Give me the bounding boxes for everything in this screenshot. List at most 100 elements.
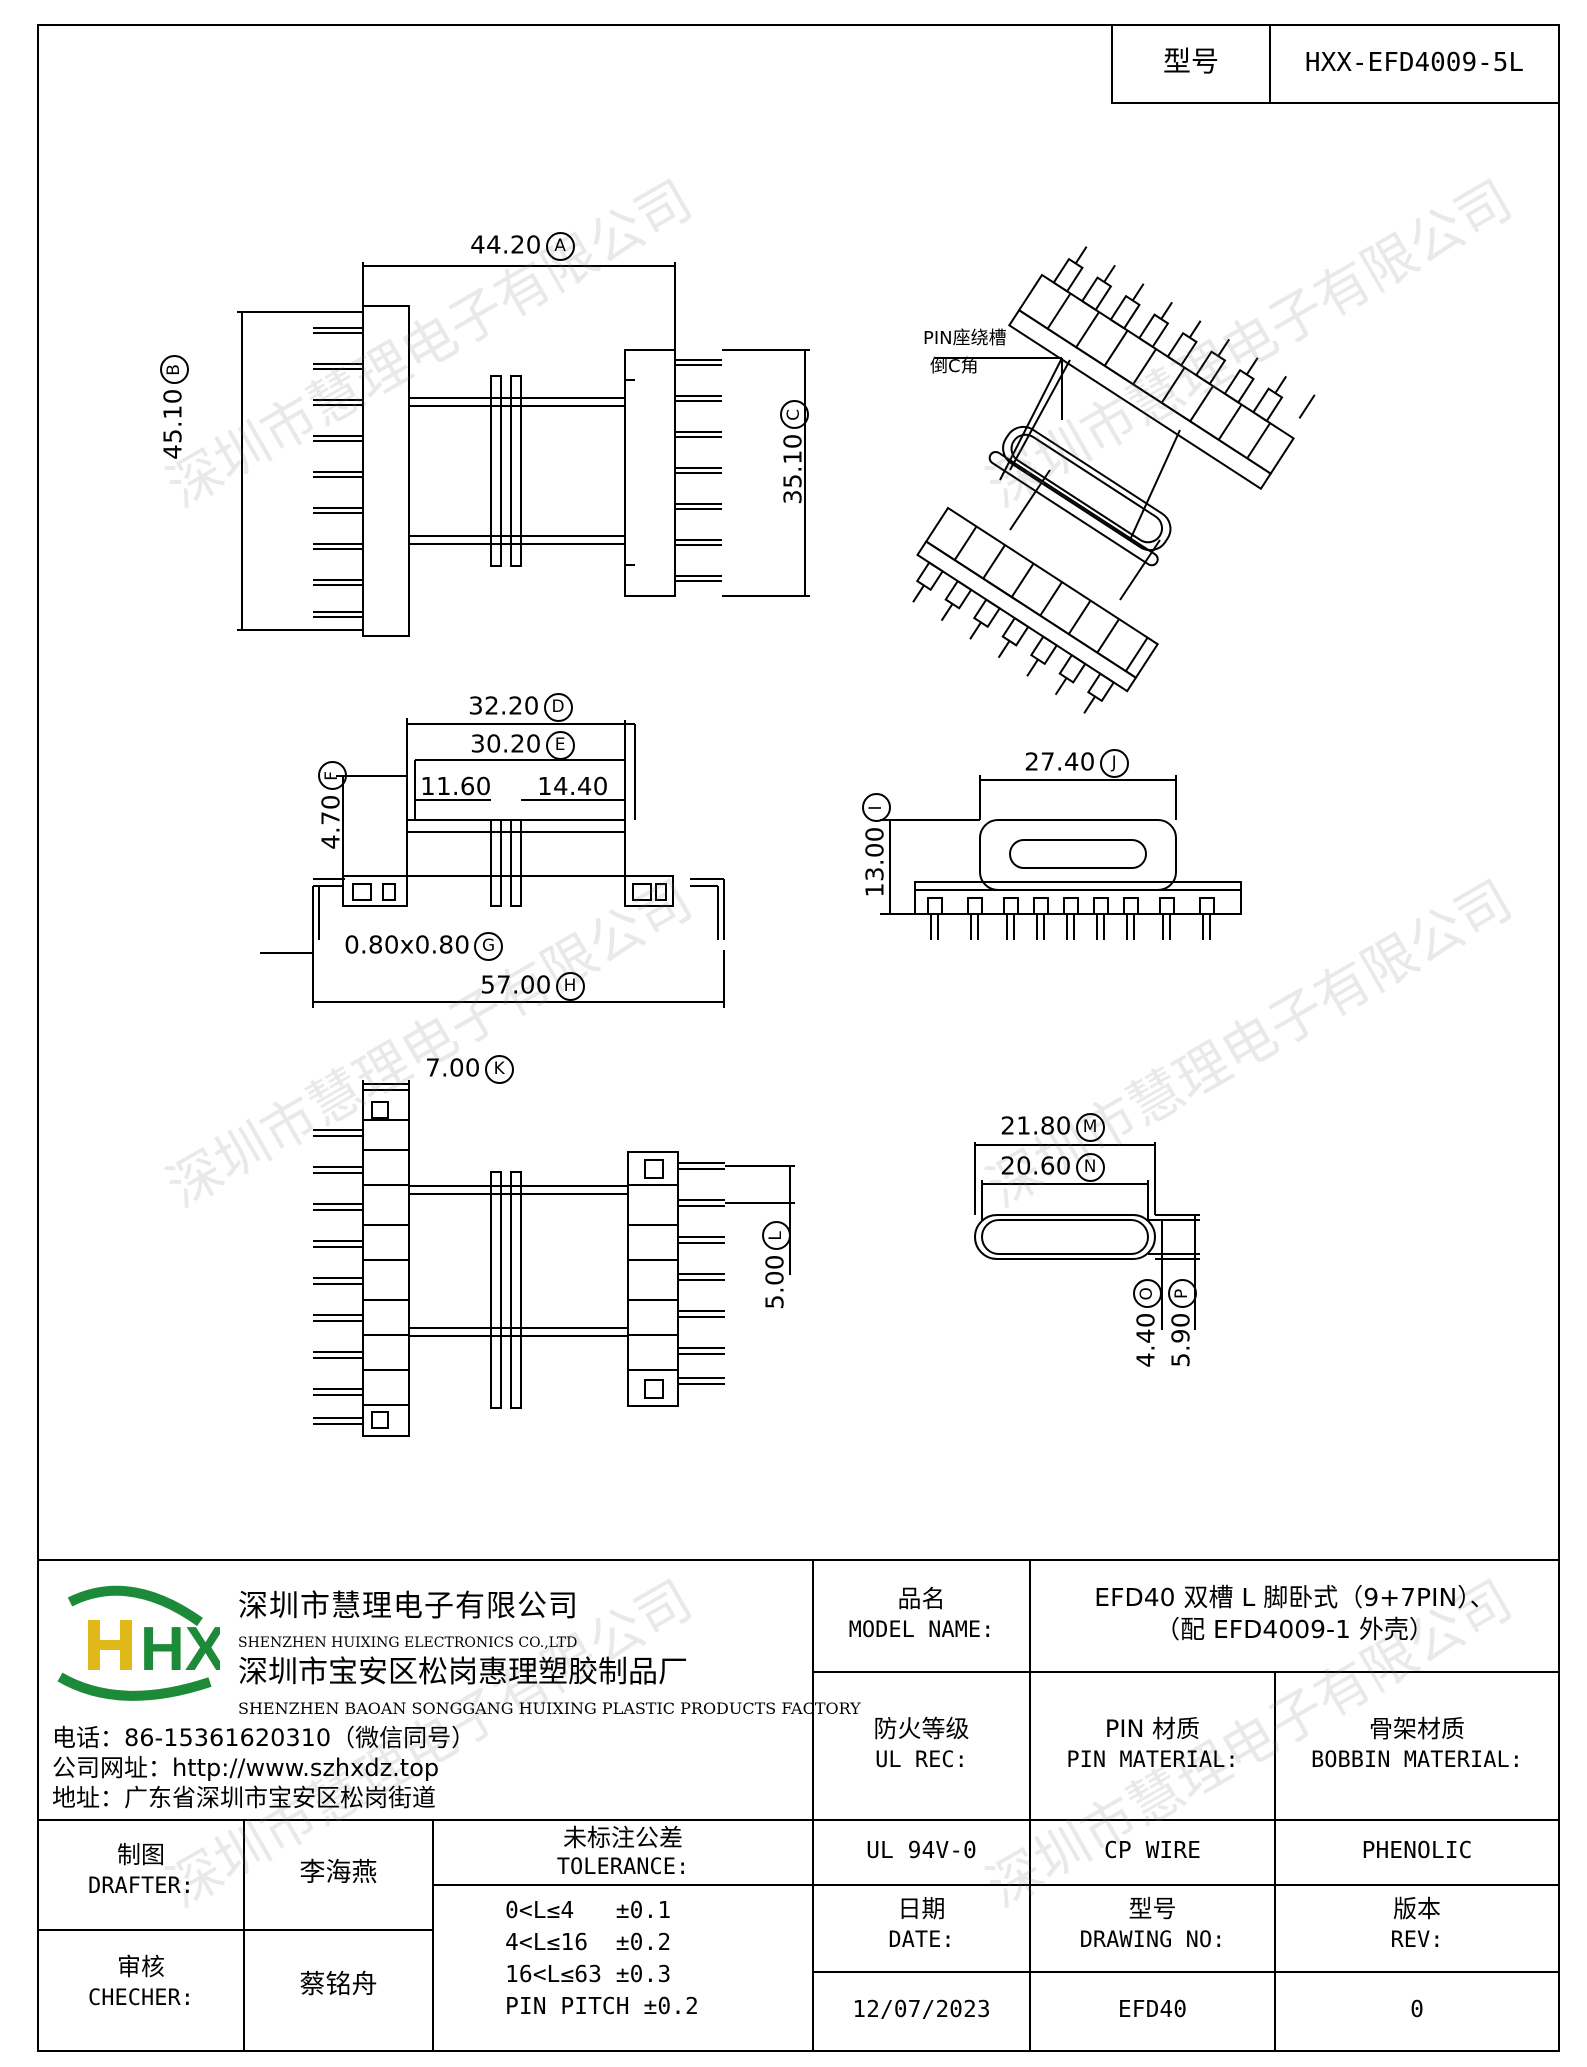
dim-e-value: 30.20 bbox=[470, 729, 542, 759]
dim-e-marker: E bbox=[545, 731, 575, 760]
dim-f-marker: F bbox=[318, 761, 347, 791]
dim-i: 13.00I bbox=[860, 793, 891, 898]
dim-g-value: 0.80x0.80 bbox=[344, 930, 471, 960]
checker-label-cn: 审核 bbox=[117, 1953, 165, 1981]
model-name-label-cn: 品名 bbox=[897, 1585, 946, 1613]
dim-b-marker: B bbox=[160, 355, 189, 385]
pin-material-value: CP WIRE bbox=[1104, 1838, 1201, 1864]
ul-label-en: UL REC: bbox=[875, 1748, 968, 1773]
ul-label-cn: 防火等级 bbox=[873, 1715, 970, 1743]
company-phone: 电话：86-15361620310（微信同号） bbox=[52, 1724, 476, 1752]
drawing-no-label-en: DRAWING NO: bbox=[1079, 1928, 1226, 1953]
dim-k-value: 7.00 bbox=[425, 1053, 481, 1083]
drafter-label-cn: 制图 bbox=[117, 1841, 165, 1869]
dim-l: 5.00L bbox=[760, 1221, 791, 1310]
company-name-en: SHENZHEN HUIXING ELECTRONICS CO.,LTD bbox=[238, 1635, 578, 1651]
dim-g-marker: G bbox=[474, 932, 504, 961]
tolerance-line-4: PIN PITCH ±0.2 bbox=[505, 1994, 699, 2020]
title-block-grid bbox=[38, 1559, 1559, 2051]
dim-a-value: 44.20 bbox=[470, 230, 542, 260]
window-section bbox=[974, 1142, 1200, 1330]
date-label-cn: 日期 bbox=[897, 1895, 946, 1923]
dim-c: 35.10C bbox=[778, 400, 809, 505]
dim-d-marker: D bbox=[543, 693, 573, 722]
dim-j-value: 27.40 bbox=[1024, 747, 1096, 777]
dim-o: 4.40O bbox=[1131, 1279, 1162, 1368]
dim-c-value: 35.10 bbox=[778, 433, 808, 505]
dim-i-marker: I bbox=[862, 793, 891, 823]
isometric-view bbox=[912, 246, 1316, 714]
dim-d-value: 32.20 bbox=[468, 691, 540, 721]
checker-label-en: CHECHER: bbox=[88, 1986, 194, 2011]
company-website: 公司网址：http://www.szhxdz.top bbox=[52, 1754, 440, 1782]
bobbin-material-value: PHENOLIC bbox=[1361, 1838, 1473, 1864]
dim-c-marker: C bbox=[780, 400, 809, 430]
pin-note-line1: PIN座绕槽 bbox=[923, 328, 1007, 349]
dim-a-marker: A bbox=[545, 232, 575, 261]
date-label-en: DATE: bbox=[888, 1928, 955, 1953]
dim-h-marker: H bbox=[555, 972, 585, 1001]
rev-value: 0 bbox=[1410, 1997, 1424, 2023]
tolerance-line-1: 0<L≤4 ±0.1 bbox=[505, 1898, 672, 1924]
dim-i-value: 13.00 bbox=[860, 826, 890, 898]
dim-p-marker: P bbox=[1168, 1279, 1197, 1309]
dim-f: 4.70F bbox=[317, 761, 347, 850]
bobbin-material-label-en: BOBBIN MATERIAL: bbox=[1311, 1748, 1523, 1773]
top-view bbox=[237, 262, 810, 637]
factory-name-en: SHENZHEN BAOAN SONGGANG HUIXING PLASTIC … bbox=[238, 1699, 861, 1718]
dim-b: 45.10B bbox=[158, 355, 189, 460]
dim-p: 5.90P bbox=[1166, 1279, 1197, 1368]
drafter-label-en: DRAFTER: bbox=[88, 1874, 194, 1899]
pin-material-label-en: PIN MATERIAL: bbox=[1066, 1748, 1239, 1773]
model-name-line2: （配 EFD4009-1 外壳） bbox=[1155, 1615, 1434, 1644]
drawing-no-value: EFD40 bbox=[1117, 1997, 1188, 2023]
drafter-value: 李海燕 bbox=[299, 1858, 378, 1888]
dim-m-marker: M bbox=[1075, 1113, 1105, 1142]
model-label: 型号 bbox=[1162, 45, 1219, 78]
logo-letters: HX bbox=[140, 1615, 220, 1684]
dim-slot-1: 11.60 bbox=[420, 772, 492, 801]
tolerance-label-en: TOLERANCE: bbox=[556, 1855, 690, 1880]
rev-label-en: REV: bbox=[1390, 1928, 1444, 1953]
tolerance-line-3: 16<L≤63 ±0.3 bbox=[505, 1962, 672, 1988]
dim-k-marker: K bbox=[484, 1055, 514, 1084]
dim-o-value: 4.40 bbox=[1131, 1312, 1161, 1368]
company-address: 地址：广东省深圳市宝安区松岗街道 bbox=[52, 1784, 436, 1812]
dim-n-marker: N bbox=[1075, 1153, 1105, 1182]
model-value: HXX-EFD4009-5L bbox=[1304, 48, 1525, 78]
drawing-no-label-cn: 型号 bbox=[1128, 1895, 1177, 1923]
date-value: 12/07/2023 bbox=[852, 1997, 991, 2023]
bottom-view bbox=[313, 1080, 795, 1437]
model-name-label-en: MODEL NAME: bbox=[848, 1618, 995, 1643]
company-logo: HX bbox=[57, 1585, 220, 1701]
model-name-line1: EFD40 双槽 L 脚卧式（9+7PIN）、 bbox=[1094, 1583, 1495, 1612]
ul-value: UL 94V-0 bbox=[866, 1838, 977, 1864]
dim-j-marker: J bbox=[1099, 749, 1129, 778]
dim-slot-2: 14.40 bbox=[537, 772, 609, 801]
factory-name-cn: 深圳市宝安区松岗惠理塑胶制品厂 bbox=[238, 1655, 688, 1690]
dim-h-value: 57.00 bbox=[480, 970, 552, 1000]
tolerance-label-cn: 未标注公差 bbox=[563, 1824, 683, 1852]
bobbin-material-label-cn: 骨架材质 bbox=[1369, 1715, 1465, 1743]
pin-note-line2: 倒C角 bbox=[930, 356, 979, 377]
dim-p-value: 5.90 bbox=[1166, 1312, 1196, 1368]
rev-label-cn: 版本 bbox=[1393, 1895, 1441, 1923]
sheet-border bbox=[37, 24, 1560, 2052]
header-box bbox=[1111, 24, 1560, 104]
dim-b-value: 45.10 bbox=[158, 388, 188, 460]
dim-n-value: 20.60 bbox=[1000, 1151, 1072, 1181]
side-view bbox=[260, 718, 725, 1008]
dim-l-marker: L bbox=[762, 1221, 791, 1251]
dim-l-value: 5.00 bbox=[760, 1254, 790, 1310]
